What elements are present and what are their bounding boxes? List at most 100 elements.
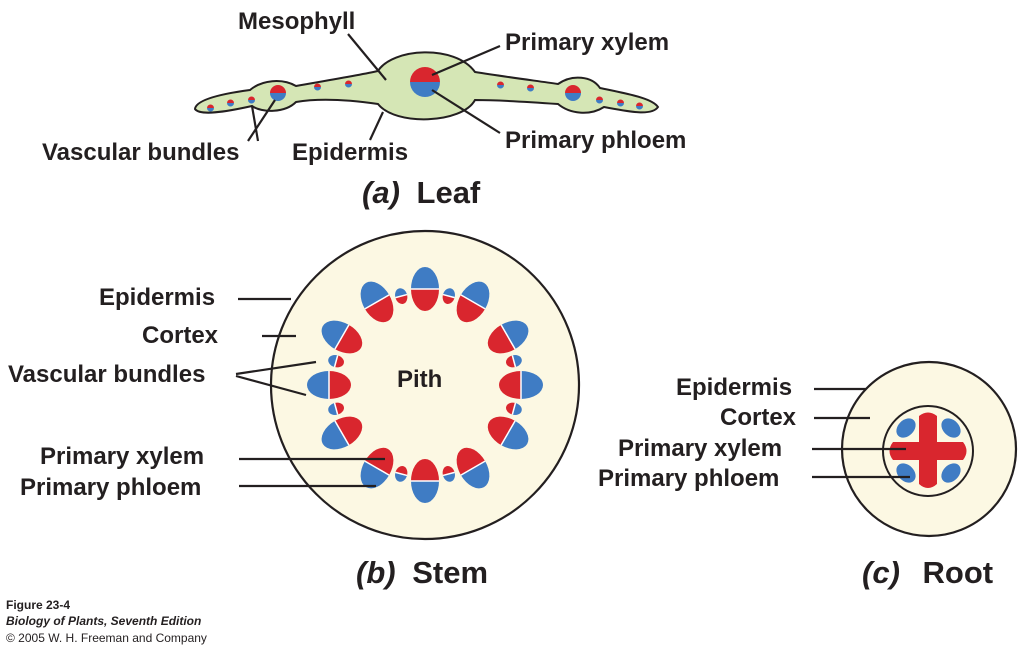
stem-vascular-bundle xyxy=(395,288,408,304)
stem-vascular-bundle xyxy=(360,281,394,323)
root-phloem-patch xyxy=(941,418,961,438)
stem-vascular-bundle xyxy=(487,416,529,450)
leaf-caption-word: Leaf xyxy=(417,175,481,210)
leaf-midvein-bundle xyxy=(410,67,440,97)
credit-book: Biology of Plants, Seventh Edition xyxy=(6,614,201,628)
stem-bundle-xylem xyxy=(411,289,439,311)
root-primary-phloem-label: Primary phloem xyxy=(598,465,779,492)
root-caption-word: Root xyxy=(923,555,994,590)
leaf-bundles-leader xyxy=(247,99,276,142)
root-panel: Epidermis Cortex Primary xylem Primary p… xyxy=(598,360,1018,590)
stem-bundle-divider xyxy=(334,324,350,350)
stem-bundle-xylem xyxy=(456,294,486,323)
stem-bundle-divider xyxy=(395,471,408,477)
leaf-epidermis-leader xyxy=(369,111,384,141)
stem-bundle-divider xyxy=(333,402,339,415)
stem-bundle-phloem xyxy=(307,371,329,399)
leaf-mesophyll-label: Mesophyll xyxy=(238,8,355,35)
root-phloem-patch xyxy=(941,463,961,483)
stem-bundle-xylem xyxy=(487,324,516,354)
credit-figure: Figure 23-4 xyxy=(6,598,70,612)
leaf-panel: Mesophyll Primary xylem Primary phloem V… xyxy=(42,8,686,210)
stem-vascular-bundle xyxy=(411,267,439,311)
stem-primary-xylem-label: Primary xylem xyxy=(40,443,204,470)
credit-copyright: © 2005 W. H. Freeman and Company xyxy=(6,631,207,645)
leaf-vascular-bundles-label: Vascular bundles xyxy=(42,139,239,166)
leaf-small-bundle xyxy=(207,104,214,112)
stem-bundle-divider xyxy=(500,420,516,446)
leaf-primary-xylem-label: Primary xylem xyxy=(505,29,669,56)
stem-panel: Pith Epidermis Cortex Vascular bundles P… xyxy=(8,229,581,590)
stem-bundle-xylem xyxy=(334,324,363,354)
leaf-mesophyll-leader xyxy=(347,33,387,81)
stem-bundle-phloem xyxy=(501,420,529,450)
stem-bundle-divider xyxy=(460,294,486,310)
stem-bundle-divider xyxy=(511,402,517,415)
leaf-small-bundles xyxy=(207,80,643,112)
leaf-small-bundle xyxy=(248,96,255,104)
stem-bundles-leader xyxy=(235,360,317,397)
stem-bundle-divider xyxy=(395,293,408,299)
root-phloem-patch xyxy=(896,418,916,438)
stem-caption-letter: (b) xyxy=(356,555,396,590)
stem-vascular-bundle xyxy=(456,281,490,323)
stem-bundle-phloem xyxy=(521,371,543,399)
stem-vascular-bundle xyxy=(328,402,344,415)
stem-vascular-bundle xyxy=(307,371,351,399)
stem-vascular-bundle xyxy=(442,466,455,482)
stem-bundle-phloem xyxy=(501,320,529,350)
stem-bundle-divider xyxy=(442,471,455,477)
stem-bundle-phloem xyxy=(460,461,490,489)
root-caption: (c) Root xyxy=(862,555,993,590)
leaf-epidermis-label: Epidermis xyxy=(292,139,408,166)
stem-bundle-xylem xyxy=(456,447,486,476)
stem-bundle-xylem xyxy=(364,447,394,476)
stem-bundle-divider xyxy=(364,294,390,310)
figure-credit: Figure 23-4 Biology of Plants, Seventh E… xyxy=(6,598,207,645)
stem-vascular-bundle xyxy=(321,320,363,354)
stem-bundle-xylem xyxy=(364,294,394,323)
stem-bundle-divider xyxy=(511,355,517,368)
stem-bundle-xylem xyxy=(487,416,516,446)
stem-bundle-divider xyxy=(460,460,486,476)
stem-vascular-bundle xyxy=(411,459,439,503)
stem-vascular-bundle xyxy=(328,355,344,368)
leaf-bundle-right xyxy=(565,85,581,101)
stem-bundle-divider xyxy=(364,460,390,476)
leaf-small-bundle xyxy=(227,99,234,107)
stem-bundle-phloem xyxy=(360,281,390,309)
leaf-small-bundle xyxy=(497,81,504,89)
stem-bundle-xylem xyxy=(499,371,521,399)
stem-vascular-bundle xyxy=(499,371,543,399)
leaf-small-bundle xyxy=(345,80,353,88)
stem-bundle-xylem xyxy=(411,459,439,481)
leaf-small-bundle xyxy=(314,83,321,91)
leaf-small-bundle xyxy=(527,84,534,92)
stem-caption: (b) Stem xyxy=(356,555,488,590)
leaf-small-bundle xyxy=(617,99,624,107)
stem-bundle-divider xyxy=(442,293,455,299)
stem-bundle-phloem xyxy=(360,461,390,489)
stem-vascular-bundle xyxy=(442,288,455,304)
stem-bundle-phloem xyxy=(321,420,349,450)
stem-bundle-divider xyxy=(500,324,516,350)
root-epidermis-label: Epidermis xyxy=(676,374,792,401)
stem-epidermis-label: Epidermis xyxy=(99,284,215,311)
root-caption-letter: (c) xyxy=(862,555,900,590)
stem-primary-phloem-label: Primary phloem xyxy=(20,474,201,501)
leaf-caption-letter: (a) xyxy=(362,175,400,210)
stem-pith-label: Pith xyxy=(397,366,442,393)
stem-bundle-divider xyxy=(333,355,339,368)
leaf-primary-phloem-label: Primary phloem xyxy=(505,127,686,154)
leaf-xylem-leader xyxy=(431,44,501,77)
leaf-caption: (a) Leaf xyxy=(362,175,481,210)
stem-bundle-xylem xyxy=(334,416,363,446)
stem-bundle-phloem xyxy=(460,281,490,309)
stem-bundle-phloem xyxy=(411,481,439,503)
stem-bundle-divider xyxy=(334,420,350,446)
leaf-small-bundle xyxy=(636,102,643,110)
stem-vascular-bundles-label: Vascular bundles xyxy=(8,361,205,388)
root-phloem-patches xyxy=(896,418,961,483)
leaf-bundle-left xyxy=(270,85,286,101)
stem-bundle-phloem xyxy=(411,267,439,289)
